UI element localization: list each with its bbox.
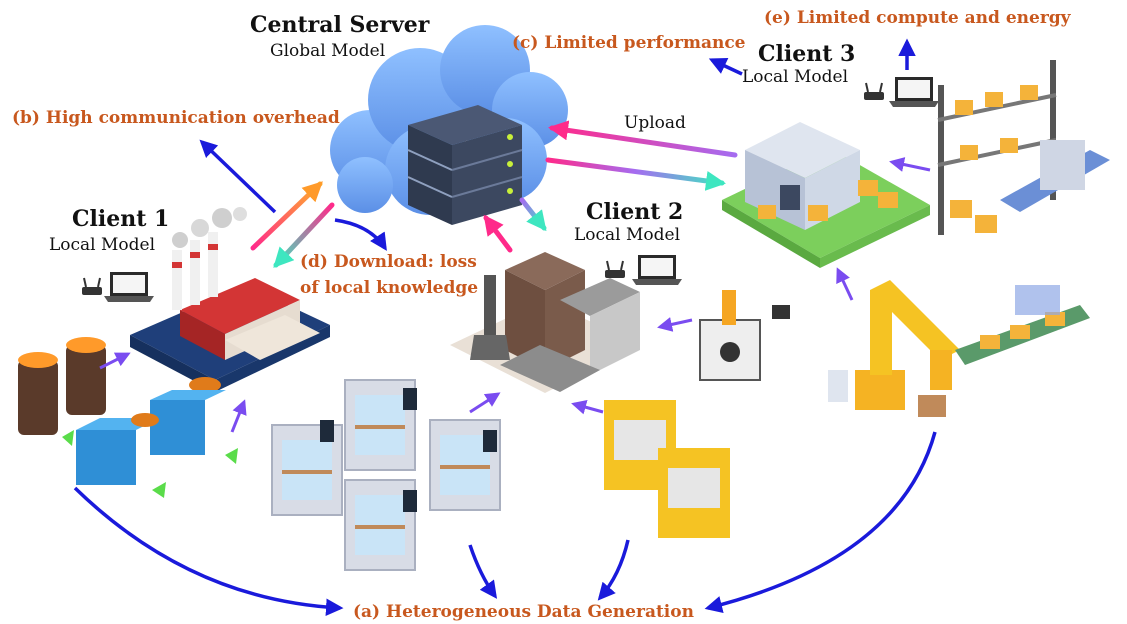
server-subtitle: Global Model	[270, 41, 386, 61]
client2-cnc-machines-illustration	[604, 290, 790, 538]
client3-title: Client 3	[758, 41, 856, 67]
challenge-d-label-line1: (d) Download: loss	[300, 252, 477, 272]
client1-title: Client 1	[72, 206, 170, 232]
client1-factory-illustration	[130, 207, 330, 393]
challenge-a-label: (a) Heterogeneous Data Generation	[353, 602, 694, 622]
upload-label: Upload	[624, 113, 686, 133]
central-server-illustration	[330, 25, 568, 225]
client3-router-laptop-icon	[864, 77, 939, 107]
challenge-arrows	[73, 38, 937, 616]
challenge-b-label: (b) High communication overhead	[12, 108, 340, 128]
challenge-e-label: (e) Limited compute and energy	[764, 8, 1071, 28]
client2-title: Client 2	[586, 199, 684, 225]
client3-subtitle: Local Model	[742, 67, 849, 87]
data-flow-arrows	[99, 157, 931, 433]
client3-robot-arm-illustration	[828, 280, 1090, 417]
client2-router-laptop-icon	[605, 255, 682, 285]
challenge-d-label-line2: of local knowledge	[300, 278, 479, 298]
server-rack-icon	[407, 105, 523, 225]
upload-download-arrows	[250, 120, 738, 268]
client1-router-laptop-icon	[82, 272, 154, 302]
challenge-c-label: (c) Limited performance	[512, 33, 746, 53]
client1-furnace-illustration	[18, 337, 238, 498]
client3-warehouse-illustration	[722, 122, 930, 268]
client3-shelves-illustration	[937, 60, 1110, 235]
server-title: Central Server	[250, 12, 430, 38]
client1-subtitle: Local Model	[49, 235, 156, 255]
client2-subtitle: Local Model	[574, 225, 681, 245]
client2-building-illustration	[450, 252, 640, 393]
client2-3d-printers-illustration	[271, 379, 501, 571]
